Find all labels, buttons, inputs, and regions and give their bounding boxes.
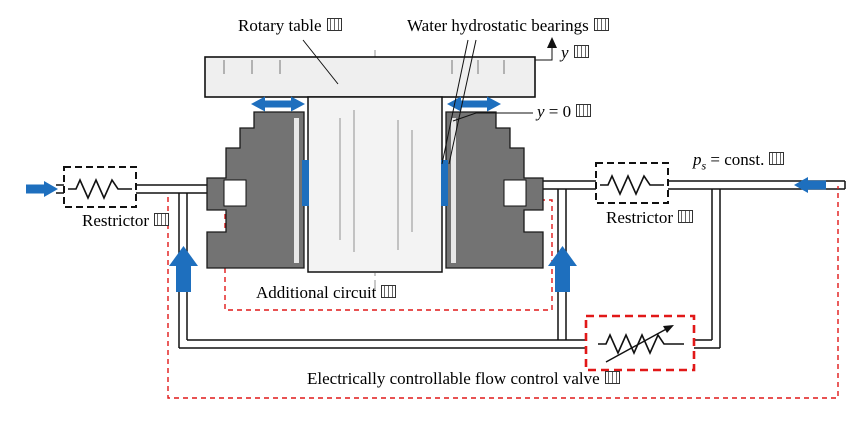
water-bearings-label: Water hydrostatic bearings — [407, 16, 609, 36]
supply-pressure-label: ps = const. — [693, 150, 785, 173]
y-axis-arrowhead — [547, 37, 557, 48]
ref-box-icon — [381, 285, 397, 298]
ref-box-icon — [604, 371, 620, 384]
ref-box-icon — [769, 152, 785, 165]
rotary-table-label: Rotary table — [238, 16, 342, 36]
ref-box-icon — [326, 18, 342, 31]
restrictor-right-symbol — [595, 162, 669, 204]
leader-lines — [302, 39, 553, 165]
blue-arrows — [26, 96, 826, 292]
water-film-marker-right — [441, 160, 448, 206]
restrictor-left-symbol — [63, 166, 137, 208]
y-zero-label: y = 0 — [537, 102, 592, 122]
water-bearings-text: Water hydrostatic bearings — [407, 16, 589, 35]
spindle-column — [307, 96, 443, 273]
additional-circuit-label: Additional circuit — [256, 283, 397, 303]
flow-control-valve-symbol — [598, 325, 684, 363]
ref-box-icon — [154, 213, 170, 226]
ref-box-icon — [576, 104, 592, 117]
ref-box-icon — [573, 45, 589, 58]
flow-valve-label: Electrically controllable flow control v… — [307, 369, 620, 389]
water-film-marker-left — [302, 160, 309, 206]
ref-box-icon — [593, 18, 609, 31]
restrictor-left-label: Restrictor — [82, 211, 170, 231]
restrictor-right-label: Restrictor — [606, 208, 694, 228]
y-axis-label: y — [561, 43, 589, 63]
y-axis-text: y — [561, 43, 569, 62]
rotary-table-shape — [204, 56, 536, 98]
ref-box-icon — [678, 210, 694, 223]
left-pocket — [223, 179, 247, 207]
rotary-table-text: Rotary table — [238, 16, 322, 35]
bearing-blocks — [206, 111, 544, 269]
left-bearing-block — [206, 111, 305, 269]
right-pocket — [503, 179, 527, 207]
right-bearing-block — [445, 111, 544, 269]
